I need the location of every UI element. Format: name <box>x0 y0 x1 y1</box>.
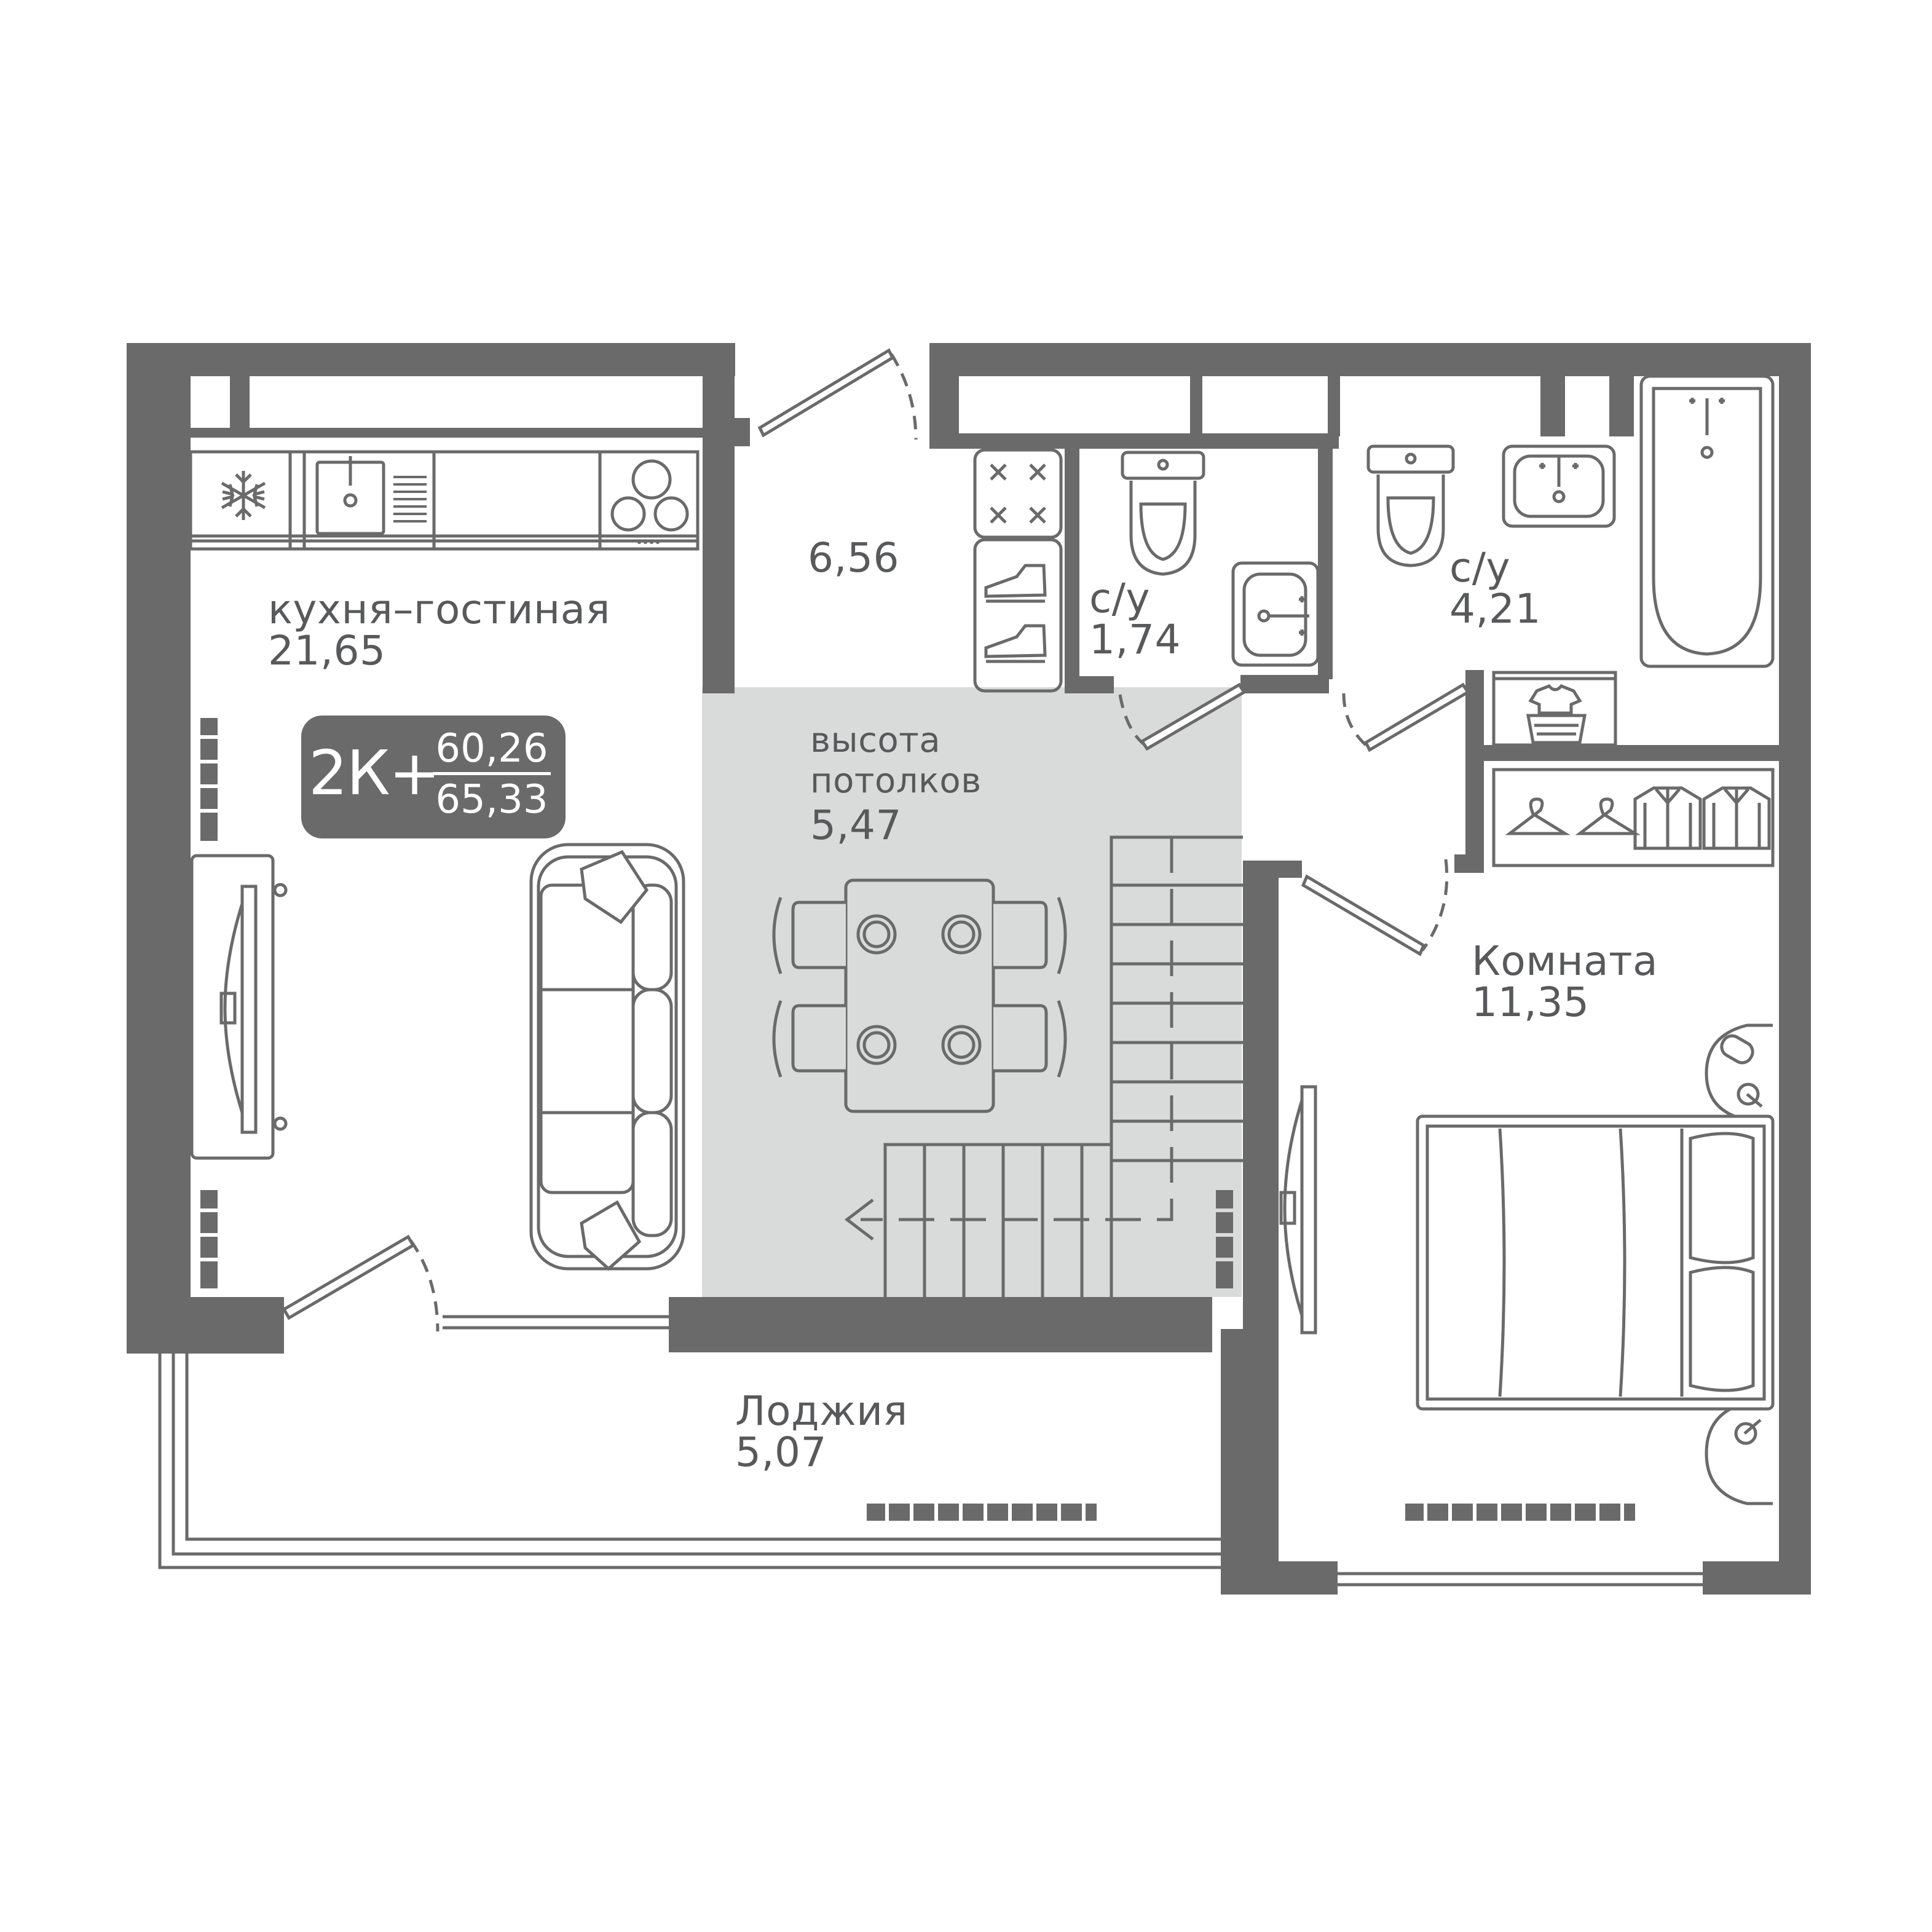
hall-area: 6,56 <box>808 534 899 582</box>
kitchen-counter <box>189 450 700 551</box>
bathtub-icon <box>1639 374 1775 668</box>
tv-stand-icon <box>190 854 288 1160</box>
ceiling-height-label: высота потолков 5,47 <box>810 720 982 850</box>
hall-label: 6,56 <box>808 534 899 582</box>
staircase-icon <box>844 835 1243 1297</box>
bathroom-large-label: с/у 4,21 <box>1449 547 1541 630</box>
sofa-icon <box>529 843 685 1271</box>
ceiling-height-line1: высота <box>810 720 941 760</box>
apartment-type: 2К+ <box>309 737 440 809</box>
radiator-gaps-3 <box>885 1504 1624 1521</box>
shoe-rack-icon <box>973 448 1063 693</box>
fraction-bar <box>433 772 551 775</box>
washbasin-icon <box>1502 444 1616 528</box>
shirt-icon <box>1633 786 1771 850</box>
wardrobe <box>1492 768 1775 867</box>
kitchen-sink-icon <box>315 456 427 535</box>
apartment-badge: 2К+ 60,26 65,33 <box>301 716 566 838</box>
door-bath-large <box>1342 682 1470 752</box>
top-right-inner-wall-2 <box>1622 371 1634 436</box>
chair-icon <box>772 897 1067 1078</box>
door-kitchen-loggia <box>282 1234 440 1332</box>
walls <box>127 343 1811 1595</box>
bathroom-large-name: с/у <box>1449 544 1511 591</box>
toilet-icon <box>1366 444 1455 567</box>
room-label: Комната 11,35 <box>1472 940 1658 1023</box>
window-loggia <box>443 1315 1703 1587</box>
window-kitchen-top <box>191 376 697 428</box>
living-area-value: 60,26 <box>435 726 548 771</box>
bathroom-small-name: с/у <box>1089 575 1151 622</box>
cooktop-icon <box>610 459 689 544</box>
window-top-right <box>959 376 1609 433</box>
door-bath-small <box>1118 682 1247 751</box>
tv-stand-icon <box>1279 1085 1317 1335</box>
total-area-value: 65,33 <box>435 777 548 822</box>
radiator-icon <box>1216 1190 1233 1288</box>
nightstand-icon <box>1705 1023 1773 1505</box>
bathroom-small-label: с/у 1,74 <box>1089 578 1181 661</box>
room-area: 11,35 <box>1472 979 1590 1027</box>
top-right-inner-wall <box>1540 371 1553 436</box>
door-room <box>1301 859 1449 956</box>
ceiling-height-value: 5,47 <box>810 802 902 850</box>
washbasin-icon <box>1231 561 1320 667</box>
loggia-railing <box>158 1354 1221 1569</box>
kitchen-living-name: кухня–гостиная <box>268 586 610 633</box>
radiator-gaps-2 <box>1216 1208 1233 1261</box>
ceiling-height-line2: потолков <box>810 761 982 802</box>
kitchen-window-sill <box>191 376 703 438</box>
doors <box>282 348 1470 1332</box>
toilet-icon <box>1121 451 1205 576</box>
radiator-gaps <box>200 735 218 1261</box>
double-bed-icon <box>1416 1114 1775 1411</box>
door-entrance <box>757 348 918 440</box>
area-fraction: 60,26 65,33 <box>430 729 553 819</box>
loggia-label: Лоджия 5,07 <box>735 1390 908 1473</box>
loggia-area: 5,07 <box>735 1429 827 1477</box>
washing-machine-icon <box>1492 671 1617 747</box>
loggia-name: Лоджия <box>735 1387 908 1435</box>
bathroom-large-area: 4,21 <box>1449 585 1541 633</box>
fridge-snowflake-icon <box>221 471 266 520</box>
radiator-icon <box>200 718 218 1288</box>
dining-table-icon <box>844 878 995 1113</box>
bathroom-small-area: 1,74 <box>1089 616 1181 664</box>
clothes-hanger-icon <box>1505 797 1641 835</box>
kitchen-living-area: 21,65 <box>268 627 386 675</box>
room-name: Комната <box>1472 937 1658 985</box>
kitchen-living-label: кухня–гостиная 21,65 <box>268 589 610 672</box>
